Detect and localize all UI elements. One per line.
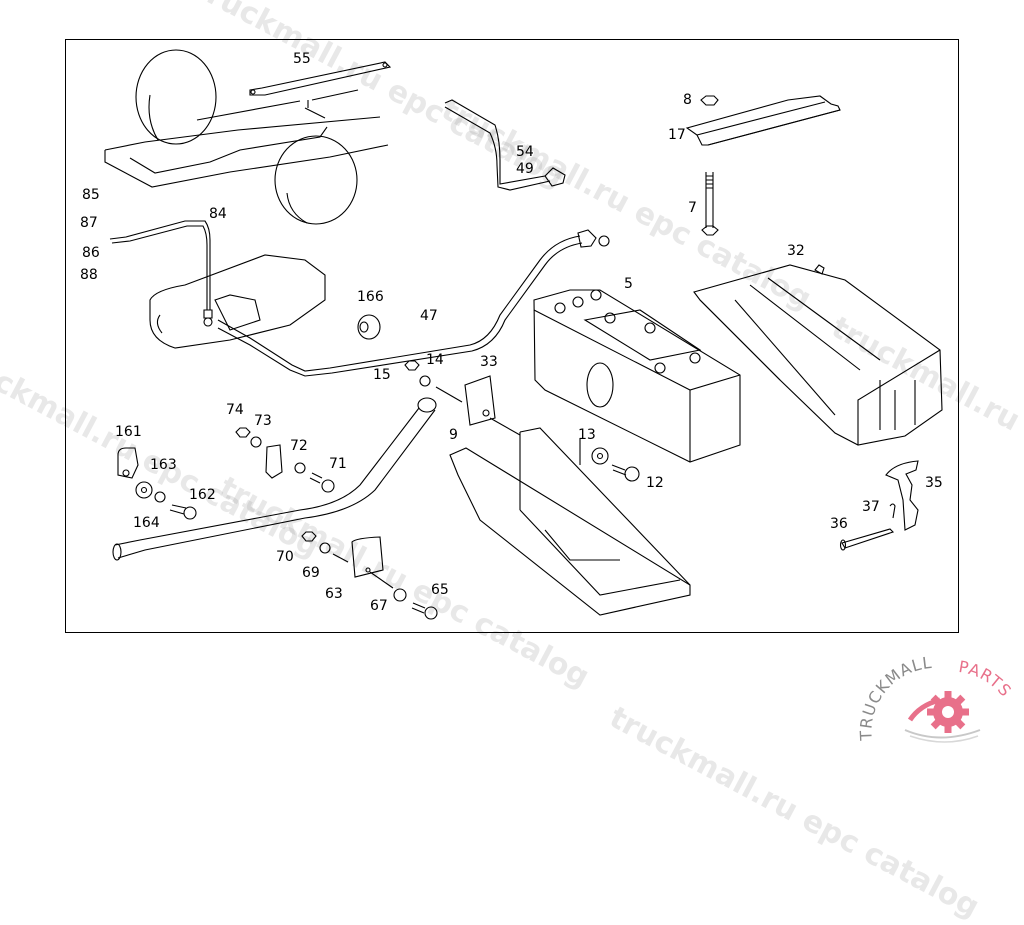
part-label: 17 (668, 127, 686, 143)
part-label: 54 (516, 144, 534, 160)
diagram-frame (65, 39, 959, 633)
part-label: 70 (276, 549, 294, 565)
long-bolt (702, 172, 718, 235)
mounting-rail (687, 96, 840, 145)
part-label: 88 (80, 267, 98, 283)
ground-strap (250, 62, 390, 95)
part-label: 69 (302, 565, 320, 581)
part-label: 164 (133, 515, 160, 531)
logo-text-left: TRUCKMALL (856, 653, 933, 742)
part-label: 14 (426, 352, 444, 368)
part-label: 55 (293, 51, 311, 67)
chassis-frame (105, 50, 388, 224)
starter-motor (150, 255, 325, 348)
part-label: 37 (862, 499, 880, 515)
part-label: 8 (683, 92, 692, 108)
part-label: 72 (290, 438, 308, 454)
part-label: 161 (115, 424, 142, 440)
part-label: 7 (688, 200, 697, 216)
part-label: 87 (80, 215, 98, 231)
part-label: 47 (420, 308, 438, 324)
part-label: 36 (830, 516, 848, 532)
part-label: 162 (189, 487, 216, 503)
battery-cable-84 (110, 221, 212, 326)
logo-graphic: TRUCKMALL PARTS (856, 653, 1015, 743)
part-label: 13 (578, 427, 596, 443)
gear-icon (927, 691, 969, 733)
vent-hose (113, 398, 436, 560)
part-label: 32 (787, 243, 805, 259)
part-label: 73 (254, 413, 272, 429)
part-label: 85 (82, 187, 100, 203)
part-label: 35 (925, 475, 943, 491)
battery-cable-54 (445, 100, 565, 190)
part-label: 5 (624, 276, 633, 292)
hose-clamp-161 (118, 448, 196, 519)
part-label: 15 (373, 367, 391, 383)
part-label: 9 (449, 427, 458, 443)
part-label: 65 (431, 582, 449, 598)
battery-cover (694, 265, 942, 445)
battery (534, 290, 740, 462)
cover-latch (841, 461, 919, 550)
bracket-33 (405, 361, 520, 435)
part-label: 63 (325, 586, 343, 602)
truckmallparts-logo: TRUCKMALL PARTS (850, 650, 1024, 750)
part-label: 49 (516, 161, 534, 177)
part-label: 84 (209, 206, 227, 222)
clip-63 (302, 532, 437, 619)
part-label: 166 (357, 289, 384, 305)
part-label: 33 (480, 354, 498, 370)
diagram-artwork (0, 0, 1024, 750)
grommet (358, 315, 380, 339)
part-label: 86 (82, 245, 100, 261)
part-label: 74 (226, 402, 244, 418)
battery-carrier (450, 428, 690, 615)
part-label: 163 (150, 457, 177, 473)
bracket-72 (236, 428, 334, 492)
washer-bolt-12 (592, 448, 639, 481)
logo-text-right: PARTS (957, 657, 1015, 701)
part-label: 67 (370, 598, 388, 614)
part-label: 71 (329, 456, 347, 472)
battery-cable-47 (218, 230, 609, 376)
part-label: 12 (646, 475, 664, 491)
